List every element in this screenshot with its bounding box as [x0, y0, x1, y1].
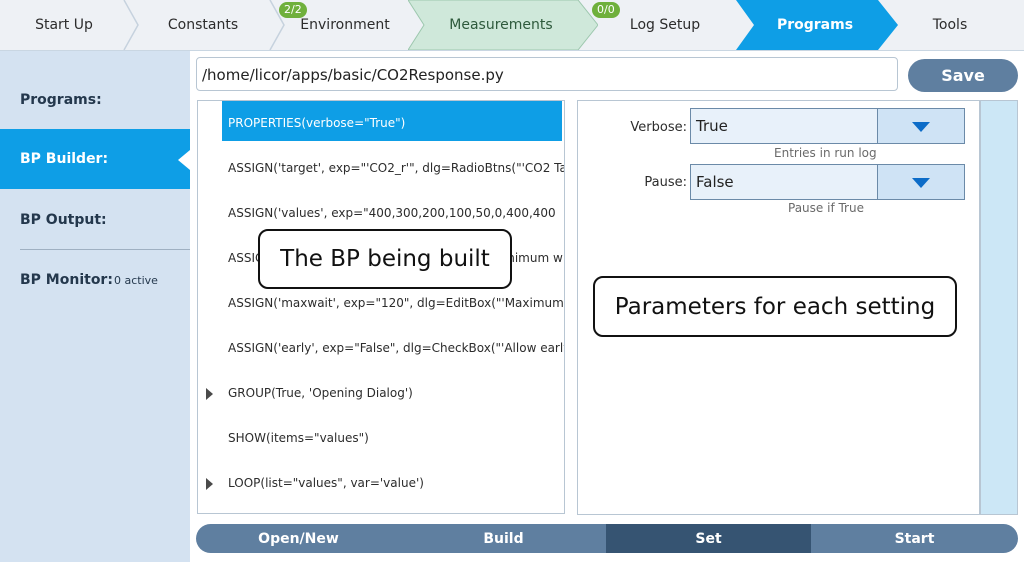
chevron-down-icon — [912, 178, 930, 188]
chevron-down-icon — [912, 122, 930, 132]
list-item[interactable]: ASSIGN('target', exp="'CO2_r'", dlg=Radi… — [198, 146, 564, 186]
expand-triangle-icon[interactable] — [206, 388, 213, 400]
pause-label: Pause: — [644, 175, 687, 190]
sidebar-item-label: BP Monitor: — [20, 272, 113, 288]
expand-triangle-icon[interactable] — [206, 478, 213, 490]
verbose-dropdown-button[interactable] — [877, 109, 964, 143]
log-setup-badge: 0/0 — [592, 2, 620, 18]
program-list[interactable]: PROPERTIES(verbose="True") ASSIGN('targe… — [197, 100, 565, 514]
list-item[interactable]: ASSIGN('maxwait', exp="120", dlg=EditBox… — [198, 281, 564, 321]
sidebar: Programs: BP Builder: BP Output: BP Moni… — [0, 51, 190, 562]
verbose-label: Verbose: — [630, 120, 687, 135]
bottom-action-bar: Open/New Build Set Start — [196, 524, 1018, 553]
sidebar-item-bp-output[interactable]: BP Output: — [0, 190, 190, 250]
list-item[interactable]: ASSIGN('early', exp="False", dlg=CheckBo… — [198, 326, 564, 366]
file-path-field[interactable]: /home/licor/apps/basic/CO2Response.py — [196, 57, 898, 91]
build-button[interactable]: Build — [483, 530, 524, 547]
save-button[interactable]: Save — [908, 59, 1018, 92]
list-item-text: PROPERTIES(verbose="True") — [228, 116, 406, 130]
top-navigation: Start Up Constants Environment 2/2 Measu… — [0, 0, 1024, 51]
open-new-button[interactable]: Open/New — [258, 530, 339, 547]
tab-log-setup[interactable]: Log Setup — [598, 0, 732, 50]
pause-value: False — [696, 173, 734, 191]
tab-measurements[interactable]: Measurements — [420, 0, 582, 50]
sidebar-item-label: Programs: — [20, 92, 102, 108]
list-item[interactable]: ASSIGN('values', exp="400,300,200,100,50… — [198, 191, 564, 231]
callout-bp-being-built: The BP being built — [258, 229, 512, 289]
sidebar-divider — [20, 249, 190, 250]
tab-label: Programs — [776, 17, 854, 33]
tab-label: Constants — [167, 17, 239, 33]
sidebar-item-programs[interactable]: Programs: — [0, 70, 190, 130]
list-item-text: SHOW(items="values") — [228, 431, 369, 445]
verbose-hint: Entries in run log — [774, 146, 877, 160]
tab-start-up[interactable]: Start Up — [0, 0, 128, 50]
sidebar-item-bp-builder[interactable]: BP Builder: — [0, 129, 190, 189]
verbose-value: True — [696, 117, 728, 135]
list-item-text: ASSIGN('maxwait', exp="120", dlg=EditBox… — [228, 296, 564, 310]
tab-label: Log Setup — [629, 17, 701, 33]
callout-parameters: Parameters for each setting — [593, 276, 957, 337]
active-pointer-icon — [178, 150, 190, 170]
tab-label: Tools — [932, 17, 968, 33]
pause-dropdown-button[interactable] — [877, 165, 964, 199]
list-item-text: LOOP(list="values", var='value') — [228, 476, 424, 490]
list-item[interactable]: PROPERTIES(verbose="True") — [198, 101, 564, 141]
pause-select[interactable]: False — [690, 164, 965, 200]
list-item-text: ASSIGN('target', exp="'CO2_r'", dlg=Radi… — [228, 161, 564, 175]
tab-environment[interactable]: Environment — [280, 0, 410, 50]
sidebar-item-bp-monitor[interactable]: BP Monitor: 0 active — [0, 250, 190, 310]
chevron-separator — [123, 0, 139, 50]
scrollbar[interactable] — [980, 100, 1018, 515]
chevron-separator — [269, 0, 285, 50]
sidebar-item-label: BP Builder: — [20, 151, 109, 167]
sidebar-item-label: BP Output: — [20, 212, 107, 228]
measurements-tab-bg — [408, 0, 598, 50]
pause-hint: Pause if True — [788, 201, 864, 215]
list-item-text: ASSIGN('values', exp="400,300,200,100,50… — [228, 206, 556, 220]
selection-highlight — [222, 101, 562, 141]
list-item-text: ASSIGN('early', exp="False", dlg=CheckBo… — [228, 341, 564, 355]
programs-tab-bg — [736, 0, 898, 50]
tab-constants[interactable]: Constants — [128, 0, 278, 50]
start-button[interactable]: Start — [894, 530, 935, 547]
tab-label: Measurements — [449, 17, 553, 33]
active-count: 0 active — [114, 273, 158, 287]
tab-programs[interactable]: Programs — [752, 0, 878, 50]
list-item-text: GROUP(True, 'Opening Dialog') — [228, 386, 413, 400]
environment-badge: 2/2 — [279, 2, 307, 18]
set-button[interactable]: Set — [606, 524, 811, 553]
list-item[interactable]: LOOP(list="values", var='value') — [198, 461, 564, 501]
verbose-select[interactable]: True — [690, 108, 965, 144]
tab-label: Environment — [300, 17, 390, 33]
list-item[interactable]: SHOW(items="values") — [198, 416, 564, 456]
tab-label: Start Up — [35, 17, 93, 33]
tab-tools[interactable]: Tools — [898, 0, 1002, 50]
list-item[interactable]: GROUP(True, 'Opening Dialog') — [198, 371, 564, 411]
